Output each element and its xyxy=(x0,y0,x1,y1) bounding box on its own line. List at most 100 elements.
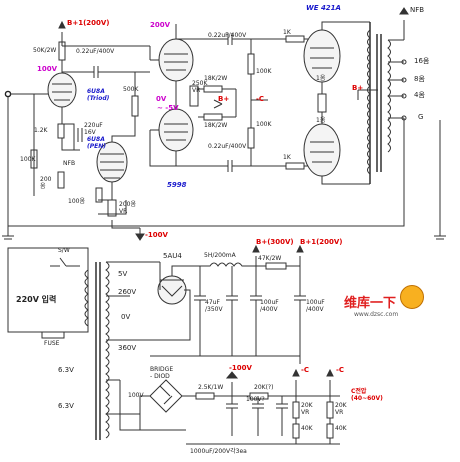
label-bias-m100: -100V xyxy=(229,364,252,372)
coupling-cap-left xyxy=(61,60,150,78)
transformer-primary xyxy=(367,29,371,175)
bias-rail-wire xyxy=(214,380,340,397)
resistor-40k-a xyxy=(292,423,300,439)
label-0v: 0V xyxy=(156,95,167,103)
label-b-plus-right: B+ xyxy=(352,84,364,92)
label-h2: 6.3V xyxy=(58,402,74,410)
resistor-40k-b xyxy=(326,423,334,439)
resistor-500k xyxy=(131,95,139,117)
b-plus-taps xyxy=(255,256,301,267)
b-plus-ot-wire xyxy=(357,89,378,100)
resistor-18k-bottom xyxy=(203,113,223,121)
secondary-wires xyxy=(106,261,160,415)
label-1ohm-bot: 1옴 xyxy=(316,117,326,124)
label-minus-c: -C xyxy=(256,95,265,103)
resistor-100k-bottom xyxy=(247,127,255,149)
bridge-diode-icon xyxy=(149,379,183,413)
label-1ohm-top: 1옴 xyxy=(316,75,326,82)
label-100k-top: 100K xyxy=(256,68,272,75)
nfb-arrow-icon xyxy=(399,7,409,15)
label-c022-left: 0.22uF/400V xyxy=(76,48,115,55)
pentode-plate-wire xyxy=(111,72,136,142)
tube-5998-lower-elements xyxy=(164,123,188,141)
output-tube-wires xyxy=(304,21,370,185)
label-2-5k: 2.5K/1W xyxy=(198,384,224,391)
label-vr-200: 200옴 VR xyxy=(119,201,136,215)
label-c100a: 100uF /400V xyxy=(260,299,279,313)
label-vr20k-b: 20K VR xyxy=(335,402,347,416)
tap-8-terminal-icon xyxy=(401,77,407,83)
label-100k-left: 100K xyxy=(20,156,36,163)
ground-return-wire xyxy=(8,118,405,227)
label-vr20k-a: 20K VR xyxy=(301,402,313,416)
coupling-cap-top xyxy=(176,33,286,45)
label-1k-bot: 1K xyxy=(283,154,291,161)
vr-250k xyxy=(189,85,199,107)
bias-caps-icon xyxy=(226,403,288,409)
resistor-47k xyxy=(265,262,287,270)
choke-5h xyxy=(200,262,266,267)
label-40k-b: 40K xyxy=(335,425,347,432)
b1-arrow-icon xyxy=(58,20,66,29)
vr-to-bias-wire xyxy=(111,220,141,234)
label-1k-top: 1K xyxy=(283,29,291,36)
input-jack-icon xyxy=(4,90,12,98)
triode-cathode-wires xyxy=(33,94,75,196)
label-18k-top: 18K/2W xyxy=(204,75,228,82)
label-m5v: ~ -5V xyxy=(157,104,179,112)
label-200ohm: 200 옴 xyxy=(40,176,52,190)
tube-5998-upper xyxy=(158,38,194,82)
label-b300: B+(300V) xyxy=(256,238,294,246)
filter-ground-bus xyxy=(150,300,301,364)
tube-6u8a-pentode-elements xyxy=(100,153,124,179)
label-bias-neg: -100V xyxy=(145,231,168,239)
label-range: C전압 (40~60V) xyxy=(351,388,383,402)
label-tube-triode: 6U8A (Triod) xyxy=(87,88,110,102)
label-mains: 220V 입력 xyxy=(16,295,57,304)
output-transformer-core xyxy=(369,22,382,184)
cap-220uf xyxy=(61,128,83,151)
filter-cap-drops xyxy=(199,266,301,296)
power-transformer-core xyxy=(95,262,101,440)
fuse-icon xyxy=(41,331,65,339)
bias-ac-wires xyxy=(119,380,186,431)
tube-5998-lower xyxy=(158,108,194,152)
tube-5998-wires xyxy=(149,24,177,167)
label-50k: 50K/2W xyxy=(33,47,57,54)
bias-arrows-icon xyxy=(225,368,334,379)
b1-rail-wire xyxy=(61,32,151,60)
rectifier-wires xyxy=(159,262,200,341)
coupling-cap-bottom xyxy=(176,160,286,172)
label-tap-g: G xyxy=(418,113,424,121)
tube-5au4-elements xyxy=(160,279,184,297)
label-100ohm: 100옴 xyxy=(68,198,85,205)
label-0v-psu: 0V xyxy=(121,313,131,321)
mains-switch-icon xyxy=(50,257,80,267)
label-260v: 260V xyxy=(118,288,137,296)
watermark-brand: 维库一下 xyxy=(344,296,397,311)
watermark-logo-icon xyxy=(400,285,424,309)
resistor-1k-top xyxy=(285,35,305,43)
label-tap-16: 16옴 xyxy=(414,57,430,65)
label-250k: 250K VR xyxy=(192,80,208,94)
bias-cap-leads xyxy=(231,396,283,436)
label-220uf: 220uF 16V xyxy=(84,122,103,136)
bias-network-wires xyxy=(198,39,260,166)
label-100v: 100V xyxy=(37,65,58,73)
label-18k-bot: 18K/2W xyxy=(204,122,228,129)
resistor-200ohm xyxy=(57,171,65,189)
resistor-100k-top xyxy=(247,53,255,75)
bridge-outputs xyxy=(139,395,196,430)
b-plus-arrows-icon xyxy=(252,244,304,253)
resistor-1k-bottom xyxy=(285,162,305,170)
label-1-2k: 1.2K xyxy=(34,127,48,134)
vr-200ohm xyxy=(107,199,117,217)
label-360v: 360V xyxy=(118,344,137,352)
label-minus-c2: -C xyxy=(336,366,345,374)
power-secondary-coil xyxy=(105,261,110,439)
label-200v: 200V xyxy=(150,21,171,29)
bridge-diodes-internal xyxy=(159,385,173,405)
label-5998: 5998 xyxy=(167,181,187,189)
